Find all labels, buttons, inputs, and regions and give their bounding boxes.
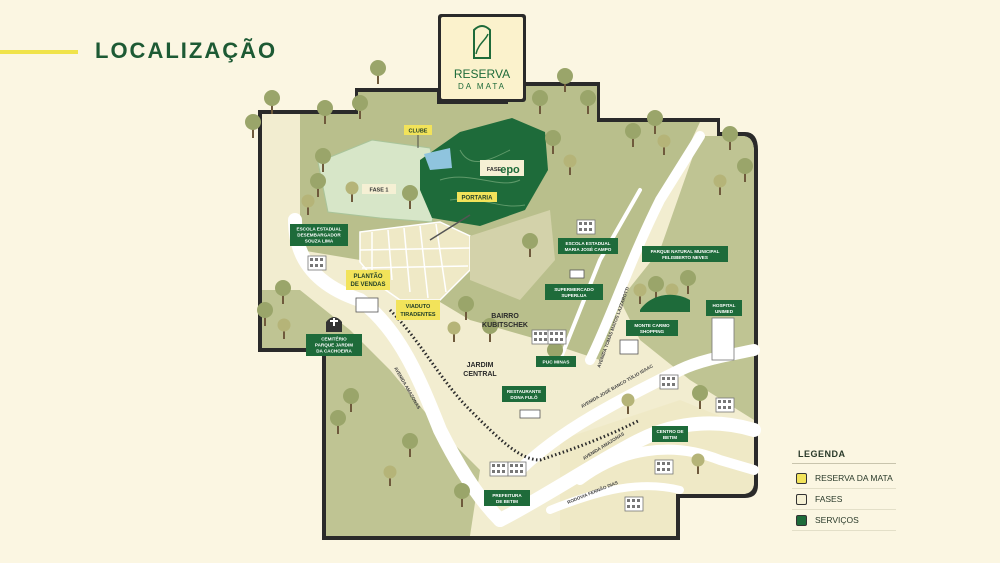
svg-text:DONA FULÔ: DONA FULÔ: [510, 393, 538, 400]
svg-text:CEMITÉRIO: CEMITÉRIO: [321, 335, 347, 342]
svg-text:ESCOLA ESTADUAL: ESCOLA ESTADUAL: [297, 227, 342, 232]
label-fase1: FASE 1: [362, 184, 396, 194]
svg-text:DE VENDAS: DE VENDAS: [350, 282, 385, 288]
svg-text:SUPERLUA: SUPERLUA: [561, 293, 587, 298]
svg-text:BAIRRO: BAIRRO: [491, 313, 519, 320]
svg-text:MARIA JOSÉ CAMPO: MARIA JOSÉ CAMPO: [565, 245, 612, 252]
buildings: [307, 219, 735, 512]
svg-text:VIADUTO: VIADUTO: [406, 304, 431, 310]
logo-line2: DA MATA: [458, 82, 506, 91]
svg-text:RESTAURANTE: RESTAURANTE: [507, 389, 541, 394]
logo-card: RESERVA DA MATA: [438, 14, 526, 102]
svg-text:PLANTÃO: PLANTÃO: [354, 273, 383, 280]
svg-text:CENTRO DE: CENTRO DE: [656, 429, 683, 434]
svg-text:PARQUE JARDIM: PARQUE JARDIM: [315, 343, 353, 348]
svg-text:MONTE CARMO: MONTE CARMO: [634, 323, 670, 328]
cemetery-icon: [326, 317, 342, 332]
svg-text:epo: epo: [500, 164, 520, 176]
label-fase-epo: FASE epo: [480, 160, 524, 176]
svg-text:CENTRAL: CENTRAL: [463, 371, 497, 378]
svg-text:FASE 1: FASE 1: [370, 188, 389, 194]
label-supermercado: SUPERMERCADO SUPERLUA: [545, 284, 603, 300]
label-centro-betim: CENTRO DE BETIM: [652, 426, 688, 442]
svg-text:DESEMBARGADOR: DESEMBARGADOR: [297, 233, 341, 238]
label-escola-desembargador: ESCOLA ESTADUAL DESEMBARGADOR SOUZA LIMA: [290, 224, 348, 246]
svg-text:DE BETIM: DE BETIM: [496, 499, 518, 504]
legend-label-fases: FASES: [815, 494, 843, 504]
label-prefeitura: PREFEITURA DE BETIM: [484, 490, 530, 506]
legend-swatch-fases: [796, 493, 807, 505]
page-title: LOCALIZAÇÃO: [95, 38, 278, 63]
svg-text:SHOPPING: SHOPPING: [640, 329, 665, 334]
svg-text:KUBITSCHEK: KUBITSCHEK: [482, 322, 528, 329]
label-parque: PARQUE NATURAL MUNICIPAL FELISBERTO NEVE…: [642, 246, 728, 262]
legend-swatch-reserva: [796, 472, 807, 484]
legend-label-servicos: SERVIÇOS: [815, 515, 859, 525]
svg-text:PARQUE NATURAL MUNICIPAL: PARQUE NATURAL MUNICIPAL: [651, 249, 720, 254]
legend: LEGENDA RESERVA DA MATA FASES SERVIÇOS: [792, 449, 896, 531]
svg-text:DA CACHOEIRA: DA CACHOEIRA: [316, 349, 352, 354]
label-plantao: PLANTÃO DE VENDAS: [346, 270, 390, 290]
terrain-west: [262, 290, 480, 536]
svg-text:PORTARIA: PORTARIA: [462, 196, 494, 202]
svg-text:SUPERMERCADO: SUPERMERCADO: [554, 287, 594, 292]
logo-line1: RESERVA: [454, 67, 510, 81]
legend-item-fases: FASES: [792, 489, 896, 510]
label-restaurante: RESTAURANTE DONA FULÔ: [502, 386, 546, 402]
label-jardim: JARDIM CENTRAL: [463, 362, 497, 378]
title-accent-bar: [0, 50, 78, 54]
legend-label-reserva: RESERVA DA MATA: [815, 473, 893, 483]
label-escola-maria: ESCOLA ESTADUAL MARIA JOSÉ CAMPO: [558, 238, 618, 254]
legend-item-servicos: SERVIÇOS: [792, 510, 896, 531]
svg-text:UNIMED: UNIMED: [715, 309, 734, 314]
svg-text:SOUZA LIMA: SOUZA LIMA: [305, 239, 334, 244]
legend-title: LEGENDA: [792, 449, 896, 464]
label-viaduto: VIADUTO TIRADENTES: [396, 300, 440, 320]
legend-swatch-servicos: [796, 514, 807, 526]
lake: [424, 148, 452, 170]
label-portaria: PORTARIA: [457, 192, 497, 202]
svg-text:TIRADENTES: TIRADENTES: [400, 312, 435, 318]
railway: [388, 214, 641, 462]
park-hill: [640, 294, 690, 312]
label-puc: PUC MINAS: [536, 356, 576, 367]
label-cemiterio: CEMITÉRIO PARQUE JARDIM DA CACHOEIRA: [306, 334, 362, 356]
label-monte-carmo: MONTE CARMO SHOPPING: [626, 320, 678, 336]
svg-text:FELISBERTO NEVES: FELISBERTO NEVES: [662, 255, 708, 260]
svg-text:ESCOLA ESTADUAL: ESCOLA ESTADUAL: [566, 241, 611, 246]
svg-text:BETIM: BETIM: [663, 435, 677, 440]
svg-text:FASE: FASE: [487, 167, 502, 173]
label-clube: CLUBE: [404, 125, 432, 148]
svg-text:PREFEITURA: PREFEITURA: [492, 493, 522, 498]
svg-text:HOSPITAL: HOSPITAL: [713, 303, 736, 308]
legend-item-reserva: RESERVA DA MATA: [792, 468, 896, 489]
label-hospital: HOSPITAL UNIMED: [706, 300, 742, 316]
svg-text:PUC MINAS: PUC MINAS: [543, 360, 571, 366]
svg-text:JARDIM: JARDIM: [467, 362, 494, 369]
svg-text:CLUBE: CLUBE: [409, 129, 428, 135]
label-bairro: BAIRRO KUBITSCHEK: [482, 313, 528, 329]
